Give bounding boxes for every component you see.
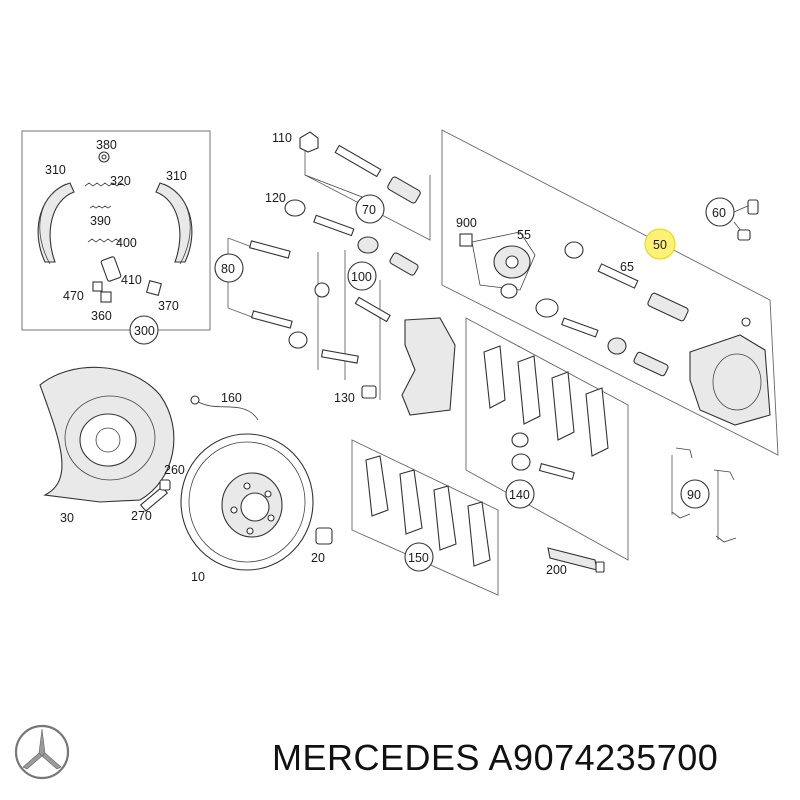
part-caption: MERCEDES A9074235700 — [272, 737, 718, 779]
label-20: 20 — [311, 551, 325, 565]
bolt-group-260-270: 260 270 — [131, 463, 185, 523]
label-110: 110 — [272, 131, 292, 145]
label-10: 10 — [191, 570, 205, 584]
mercedes-star-logo-icon — [14, 724, 70, 780]
label-310-right: 310 — [166, 169, 187, 183]
parking-brake-kit-group: 380 310 310 320 390 400 410 470 370 360 … — [21, 130, 211, 345]
bolt-group-80: 80 — [214, 237, 308, 349]
label-160: 160 — [221, 391, 242, 405]
label-65: 65 — [620, 260, 634, 274]
label-140: 140 — [509, 488, 530, 502]
label-130: 130 — [334, 391, 355, 405]
screw-group-20: 20 — [311, 527, 333, 565]
label-410: 410 — [121, 273, 142, 287]
label-50: 50 — [653, 238, 667, 252]
highlight-marker — [644, 228, 676, 260]
caliper-guide-group: 110 120 70 — [265, 131, 431, 276]
label-60: 60 — [712, 206, 726, 220]
label-90: 90 — [687, 488, 701, 502]
label-100: 100 — [351, 270, 372, 284]
label-30: 30 — [60, 511, 74, 525]
label-900: 900 — [456, 216, 477, 230]
rear-pads-group: 150 — [351, 439, 499, 596]
label-400: 400 — [116, 236, 137, 250]
label-310-left: 310 — [45, 163, 66, 177]
label-55: 55 — [517, 228, 531, 242]
wear-sensor-group-160: 160 — [190, 391, 259, 421]
brake-parts-diagram: 380 310 310 320 390 400 410 470 370 360 … — [21, 129, 779, 596]
label-300: 300 — [134, 324, 155, 338]
part-number: A9074235700 — [488, 737, 719, 778]
label-70: 70 — [362, 203, 376, 217]
grease-tube-group-200: 200 — [546, 547, 605, 577]
label-320: 320 — [110, 174, 131, 188]
label-120: 120 — [265, 191, 286, 205]
spring-clips-group-90: 90 — [671, 447, 737, 543]
label-150: 150 — [408, 551, 429, 565]
caliper-carrier-group-100: 100 130 — [314, 250, 456, 416]
brake-caliper-group: 900 55 65 50 — [441, 129, 779, 456]
label-80: 80 — [221, 262, 235, 276]
label-200: 200 — [546, 563, 567, 577]
front-pads-group: 140 — [465, 317, 629, 561]
label-390: 390 — [90, 214, 111, 228]
label-370: 370 — [158, 299, 179, 313]
label-470: 470 — [63, 289, 84, 303]
label-380: 380 — [96, 138, 117, 152]
brand-name: MERCEDES — [272, 737, 481, 778]
label-270: 270 — [131, 509, 152, 523]
dust-shield-group-30: 30 — [39, 366, 175, 525]
bleed-valve-group-60: 60 — [705, 197, 759, 241]
brake-disc-group-10: 10 — [180, 433, 314, 584]
label-260: 260 — [164, 463, 185, 477]
label-360: 360 — [91, 309, 112, 323]
